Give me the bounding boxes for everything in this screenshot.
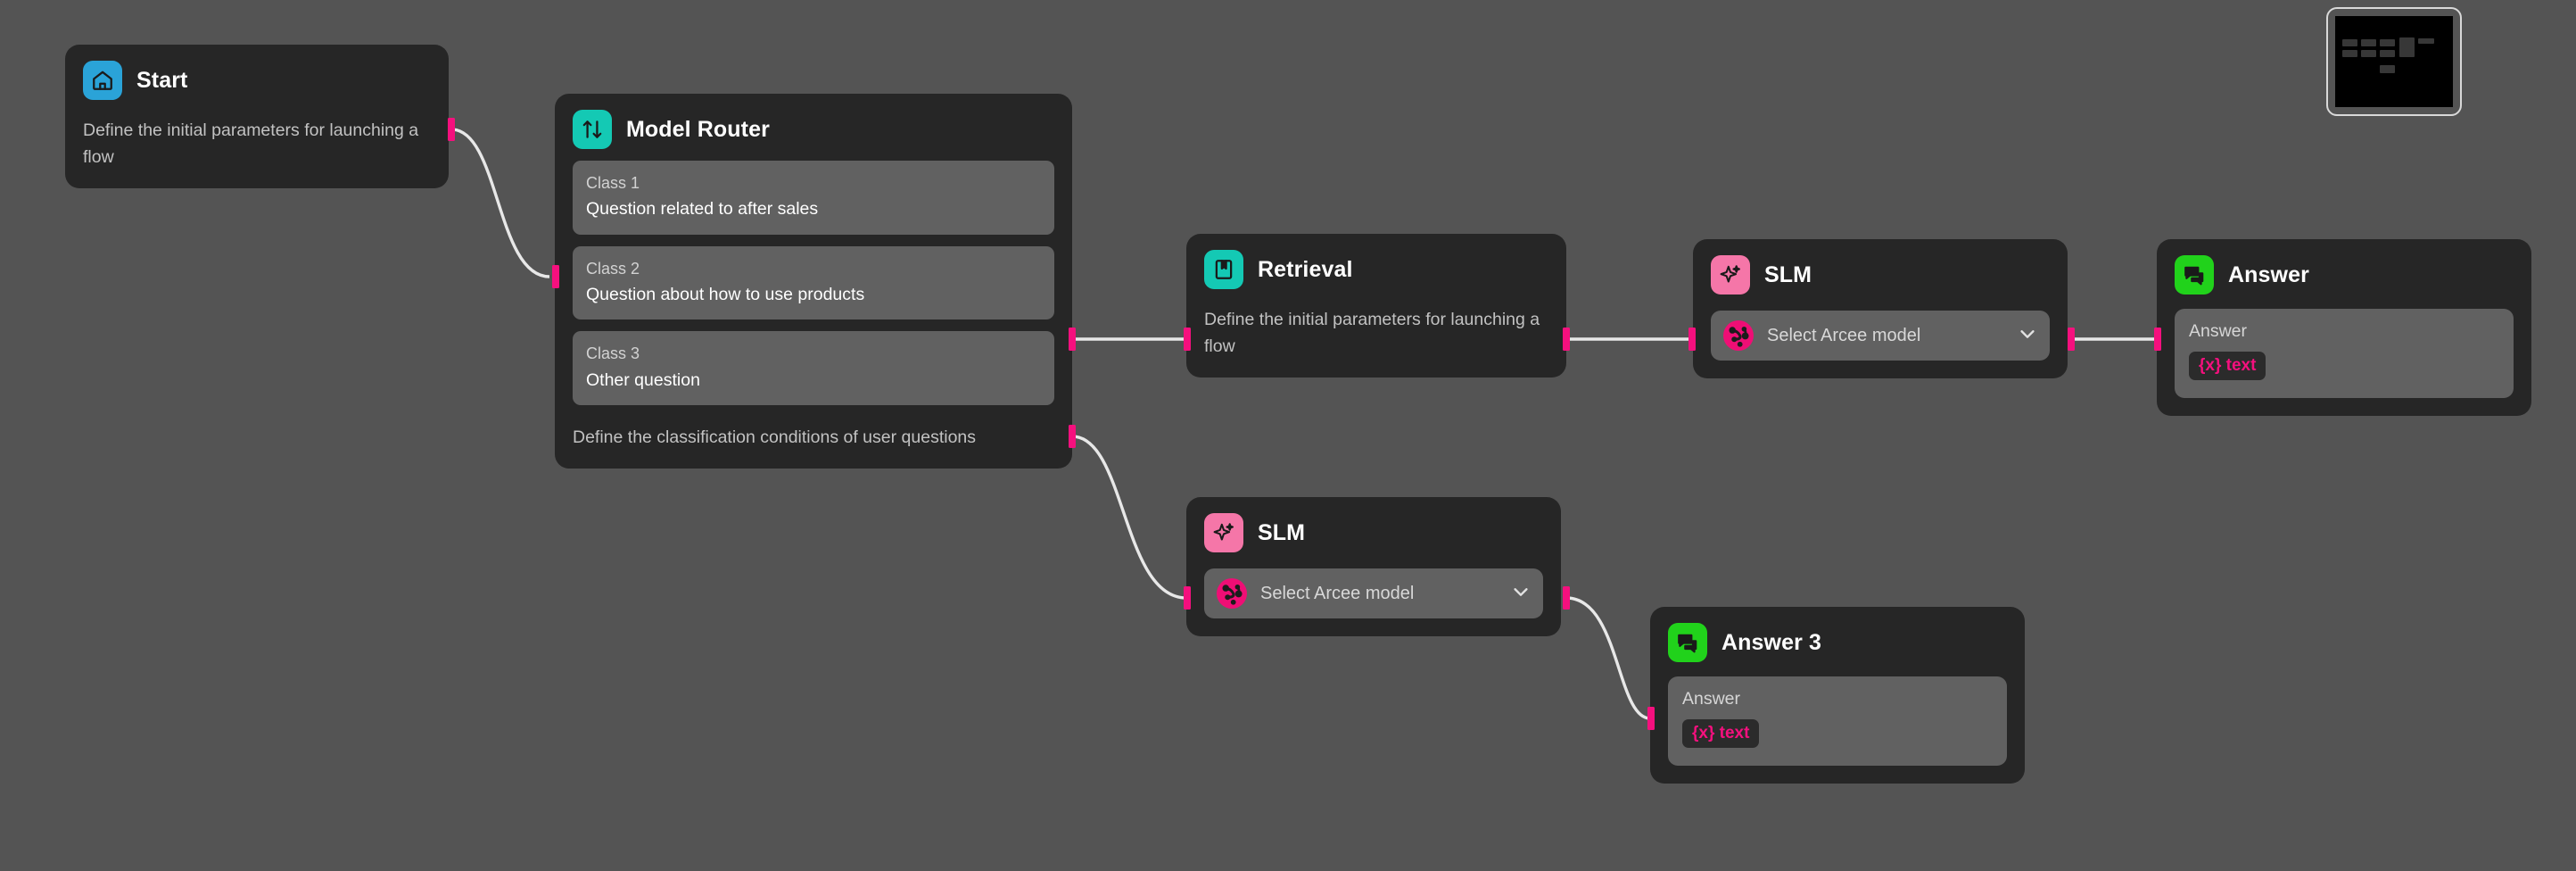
node-slm-bottom-header: SLM <box>1204 513 1543 552</box>
router-class-label: Class 3 <box>586 344 640 363</box>
node-slm-top-header: SLM <box>1711 255 2050 294</box>
node-retrieval-header: Retrieval <box>1204 250 1548 289</box>
minimap-viewport[interactable] <box>2335 16 2453 107</box>
node-slm-bottom[interactable]: SLM Select Arcee model <box>1186 497 1561 636</box>
port-slm-bottom-out[interactable] <box>1563 586 1570 610</box>
node-start-title: Start <box>136 67 188 93</box>
node-answer3-title: Answer 3 <box>1721 629 1821 655</box>
minimap[interactable] <box>2326 7 2462 116</box>
port-router-class1-in[interactable] <box>552 265 559 288</box>
port-slm-top-in[interactable] <box>1688 328 1696 351</box>
arcee-logo-icon <box>1217 578 1247 609</box>
router-class-item[interactable]: Class 2 Question about how to use produc… <box>573 245 1054 320</box>
minimap-node <box>2361 50 2376 57</box>
chevron-down-icon[interactable] <box>2018 324 2037 348</box>
answer-variable-chip[interactable]: {x} text <box>2189 352 2266 380</box>
node-retrieval[interactable]: Retrieval Define the initial parameters … <box>1186 234 1566 378</box>
router-class-list: Class 1 Question related to after sales … <box>573 161 1054 405</box>
arrows-up-down-icon <box>573 110 612 149</box>
minimap-node <box>2342 50 2357 57</box>
node-model-router-title: Model Router <box>626 116 770 142</box>
minimap-node <box>2399 37 2415 57</box>
router-class-item[interactable]: Class 1 Question related to after sales <box>573 161 1054 235</box>
answer-field-label: Answer <box>2189 321 2248 341</box>
minimap-node <box>2418 38 2434 44</box>
book-icon <box>1204 250 1243 289</box>
port-answer3-in[interactable] <box>1647 707 1655 730</box>
minimap-node <box>2342 39 2357 46</box>
chat-bubbles-icon <box>1668 623 1707 662</box>
node-slm-bottom-title: SLM <box>1258 519 1306 545</box>
node-retrieval-title: Retrieval <box>1258 256 1353 282</box>
port-slm-top-out[interactable] <box>2068 328 2075 351</box>
chat-bubbles-icon <box>2175 255 2214 294</box>
router-class-value: Other question <box>586 369 700 390</box>
minimap-node <box>2380 65 2395 73</box>
slm-top-model-value: Select Arcee model <box>1767 325 1921 345</box>
minimap-node <box>2380 50 2395 57</box>
answer3-field-label: Answer <box>1682 689 1741 709</box>
port-answer-in[interactable] <box>2154 328 2161 351</box>
port-retrieval-out[interactable] <box>1563 328 1570 351</box>
node-model-router-description: Define the classification conditions of … <box>573 427 977 447</box>
slm-bottom-model-value: Select Arcee model <box>1260 583 1415 603</box>
arcee-logo-icon <box>1723 320 1754 351</box>
router-class-label: Class 1 <box>586 174 640 192</box>
port-slm-bottom-in[interactable] <box>1184 586 1191 610</box>
port-start-out[interactable] <box>448 118 455 141</box>
minimap-node <box>2380 39 2395 46</box>
node-answer[interactable]: Answer Answer {x} text <box>2157 239 2531 416</box>
node-start[interactable]: Start Define the initial parameters for … <box>65 45 449 189</box>
answer3-field[interactable]: Answer {x} text <box>1668 676 2007 766</box>
port-router-class2-out[interactable] <box>1069 328 1076 351</box>
answer-field[interactable]: Answer {x} text <box>2175 309 2514 398</box>
node-start-header: Start <box>83 61 431 100</box>
slm-top-model-select[interactable]: Select Arcee model <box>1711 311 2050 361</box>
node-model-router-header: Model Router <box>573 110 1054 149</box>
minimap-node <box>2361 39 2376 46</box>
home-icon <box>83 61 122 100</box>
router-class-value: Question about how to use products <box>586 284 865 304</box>
router-class-value: Question related to after sales <box>586 199 819 220</box>
node-slm-top-title: SLM <box>1764 261 1812 287</box>
port-router-class3-out[interactable] <box>1069 425 1076 448</box>
node-model-router[interactable]: Model Router Class 1 Question related to… <box>555 94 1072 469</box>
router-class-label: Class 2 <box>586 259 640 278</box>
port-retrieval-in[interactable] <box>1184 328 1191 351</box>
node-answer-header: Answer <box>2175 255 2514 294</box>
node-slm-top[interactable]: SLM Select Arcee model <box>1693 239 2068 378</box>
chevron-down-icon[interactable] <box>1511 582 1531 606</box>
node-answer3-header: Answer 3 <box>1668 623 2007 662</box>
answer3-variable-chip[interactable]: {x} text <box>1682 719 1760 748</box>
router-class-item[interactable]: Class 3 Other question <box>573 331 1054 405</box>
sparkle-icon <box>1204 513 1243 552</box>
node-answer3[interactable]: Answer 3 Answer {x} text <box>1650 607 2025 784</box>
node-start-description: Define the initial parameters for launch… <box>83 120 419 167</box>
node-answer-title: Answer <box>2228 261 2309 287</box>
sparkle-icon <box>1711 255 1750 294</box>
slm-bottom-model-select[interactable]: Select Arcee model <box>1204 568 1543 618</box>
node-retrieval-description: Define the initial parameters for launch… <box>1204 310 1540 356</box>
